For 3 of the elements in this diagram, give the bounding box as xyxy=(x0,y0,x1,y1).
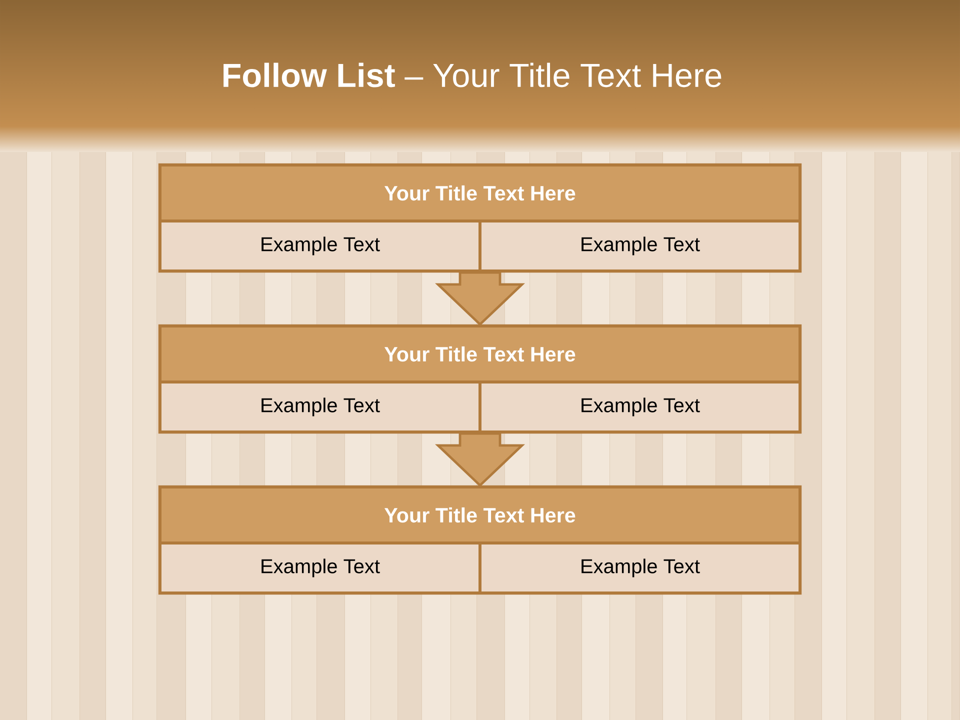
slide-title: Follow List – Your Title Text Here xyxy=(224,62,722,88)
block-arrow xyxy=(435,271,525,326)
block-arrow xyxy=(435,432,525,488)
